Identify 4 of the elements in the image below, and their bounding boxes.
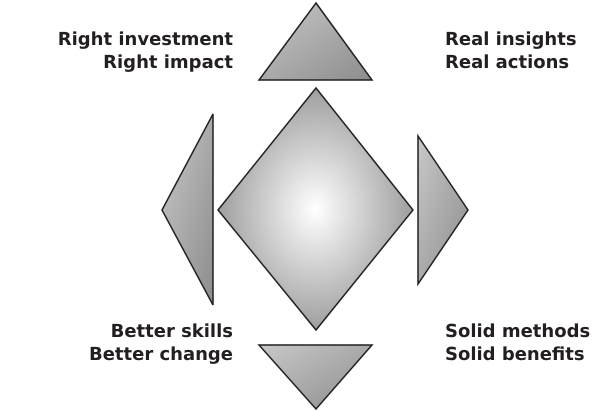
corner-caption: Solid methods Solid benefits (445, 320, 592, 366)
corner-caption: Right investment Right impact (56, 28, 233, 74)
corner-caption: Real insights Real actions (445, 28, 578, 74)
corner-caption: Better skills Better change (88, 320, 233, 366)
